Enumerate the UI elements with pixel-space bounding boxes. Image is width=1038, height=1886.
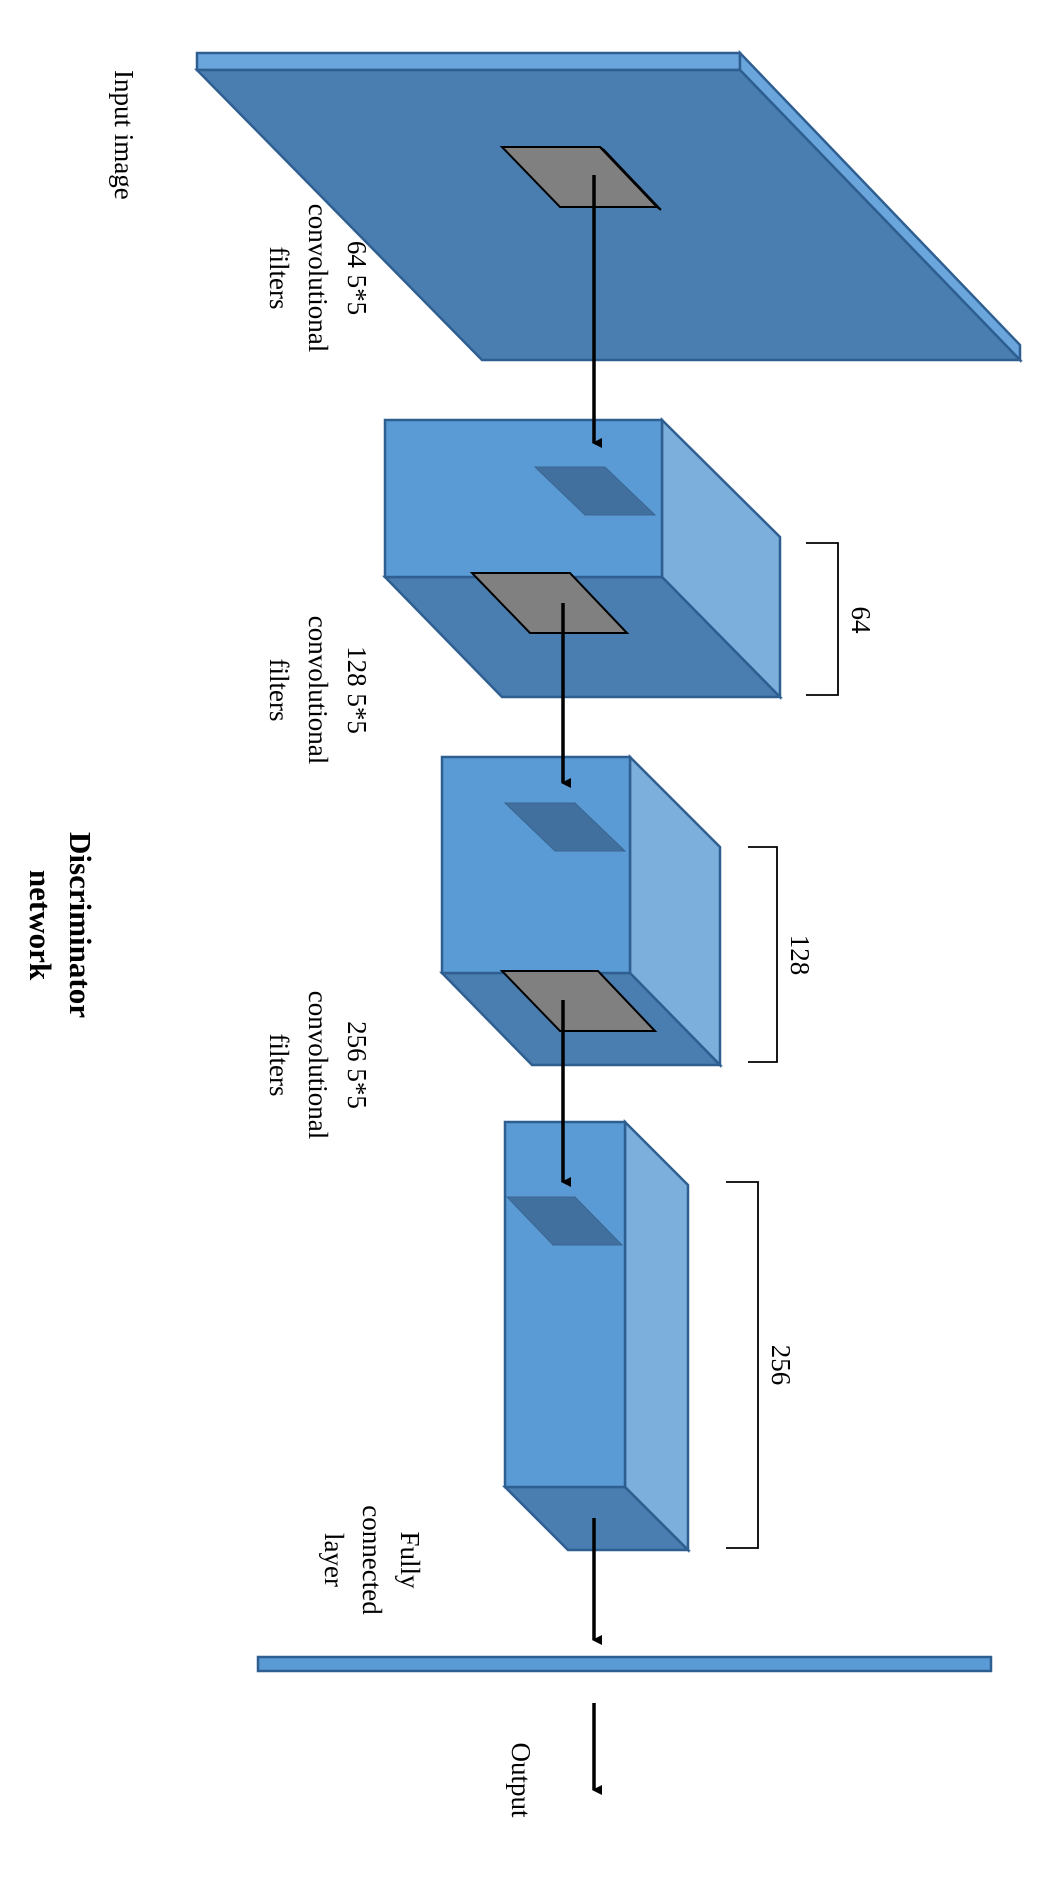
input-image-label: Input image: [109, 70, 139, 200]
conv2-filter-patch: [499, 970, 658, 1032]
depth-label-128: 128: [785, 935, 815, 976]
conv1-filter-label: 64 5*5 convolutional filters: [264, 204, 372, 352]
fully-connected-bar: [256, 1655, 993, 1673]
conv-block-256: [501, 1118, 692, 1554]
conv2-filter-line3: filters: [264, 659, 294, 722]
conv2-filter-label: 128 5*5 convolutional filters: [264, 616, 372, 764]
fc-line3: layer: [319, 1533, 349, 1587]
input-image-plane: [194, 49, 1023, 364]
network-title: Discriminator network: [23, 832, 98, 1018]
input-plane-face: [194, 68, 1023, 362]
conv3-filter-line3: filters: [264, 1034, 294, 1097]
conv3-filter-label: 256 5*5 convolutional filters: [264, 991, 372, 1139]
conv2-receptive-patch: [503, 802, 627, 852]
conv1-filter-patch: [469, 572, 630, 634]
bracket-256: [726, 1181, 759, 1549]
conv3-side-face: [623, 1118, 690, 1554]
conv3-receptive-patch: [505, 1196, 624, 1246]
conv1-filter-line3: filters: [264, 247, 294, 310]
fully-connected-label: Fully connected layer: [319, 1505, 425, 1615]
fc-line2: connected: [357, 1505, 387, 1615]
conv2-front-face: [440, 755, 632, 975]
conv3-filter-line2: convolutional: [303, 991, 333, 1139]
output-label: Output: [506, 1742, 536, 1818]
conv2-filter-line2: convolutional: [303, 616, 333, 764]
conv1-filter-line2: convolutional: [303, 204, 333, 352]
conv1-receptive-patch: [533, 466, 657, 516]
fc-line1: Fully: [395, 1531, 425, 1589]
conv2-filter-line1: 128 5*5: [342, 646, 372, 734]
bracket-128: [748, 846, 778, 1063]
conv1-filter-line1: 64 5*5: [342, 241, 372, 315]
bracket-64: [806, 542, 839, 696]
depth-label-64: 64: [846, 607, 876, 635]
title-line2: network: [23, 870, 58, 981]
title-line1: Discriminator: [63, 832, 98, 1018]
conv-block-128: [439, 753, 723, 1069]
input-plane-top-edge: [195, 51, 742, 72]
depth-label-256: 256: [766, 1345, 796, 1386]
conv-block-64: [382, 417, 783, 701]
input-filter-patch-edge: [599, 146, 662, 211]
conv3-filter-line1: 256 5*5: [342, 1021, 372, 1109]
conv3-front-face: [503, 1120, 627, 1489]
